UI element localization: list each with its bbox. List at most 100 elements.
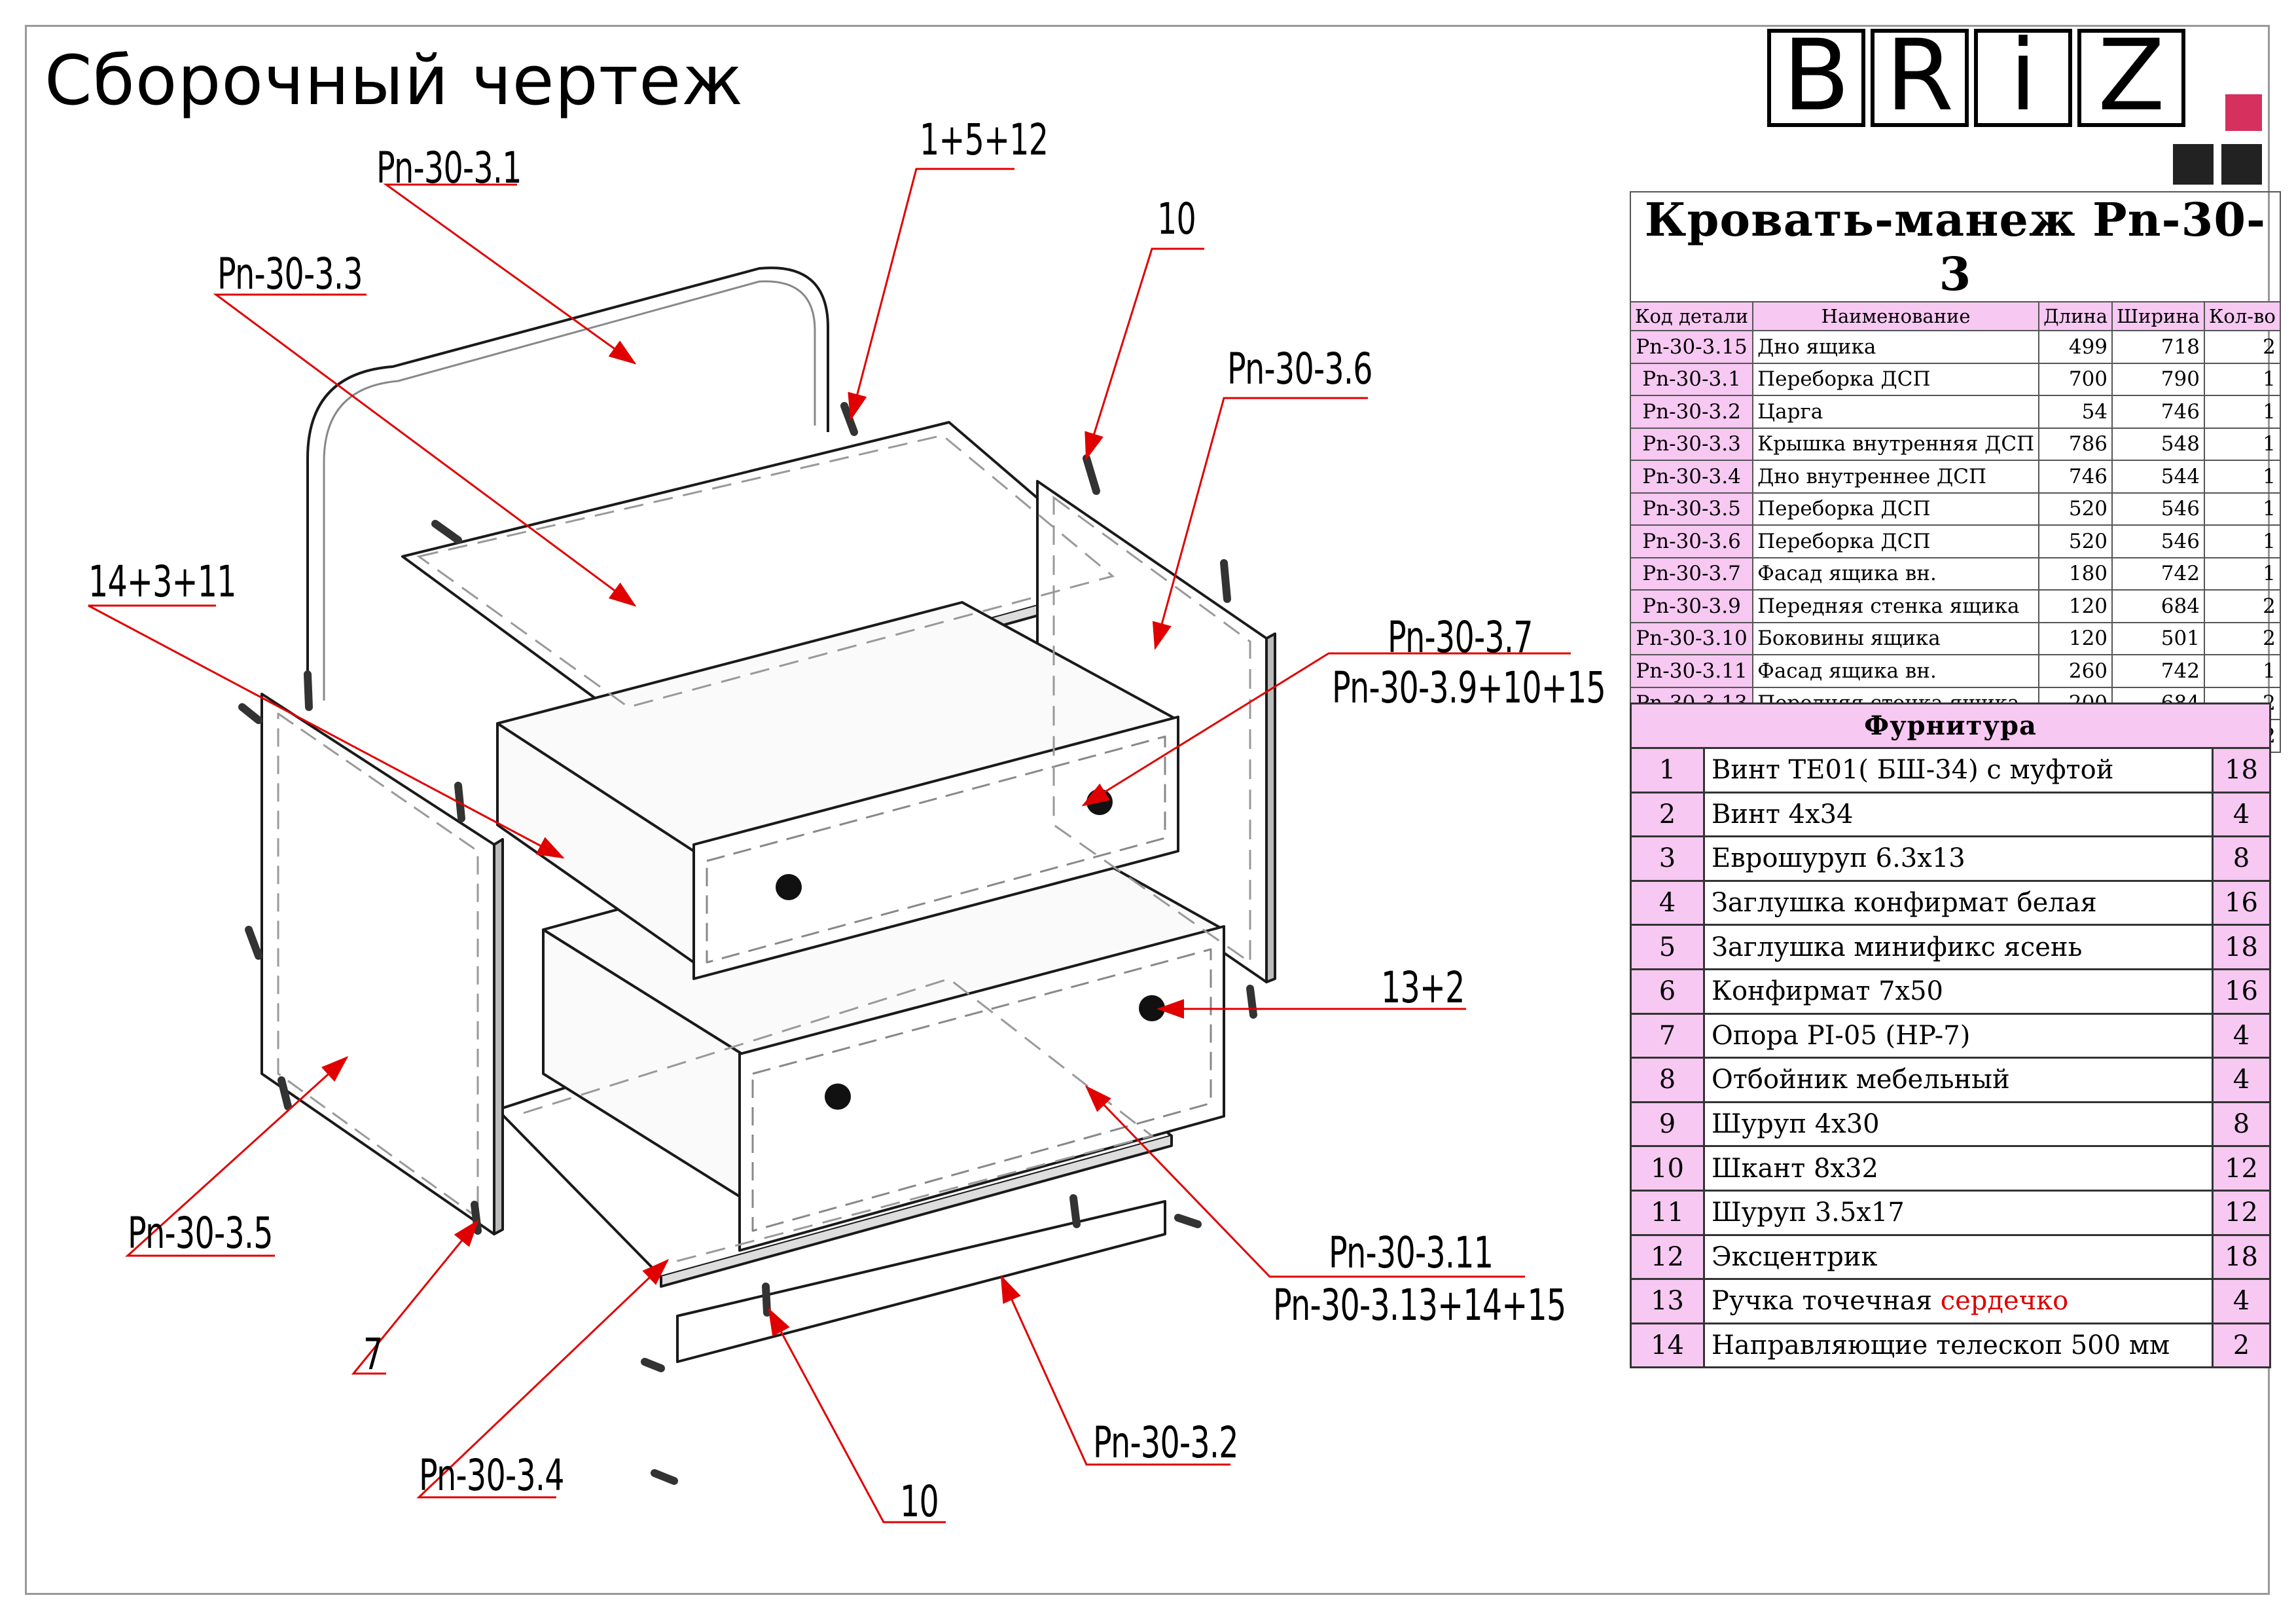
part-code: Pn-30-3.4: [1629, 460, 1754, 494]
part-length: 260: [2038, 654, 2113, 688]
part-qty: 1: [2203, 654, 2281, 688]
part-length: 120: [2038, 589, 2113, 623]
logo-letter-i: i: [1974, 27, 2072, 127]
apron-rail: [676, 1200, 1166, 1363]
hardware-name: Опора PI-05 (HP-7): [1712, 1020, 1971, 1051]
parts-spec-table: Кровать-манеж Pn-30-3 Код детали Наимено…: [1629, 191, 2281, 753]
hardware-title: Фурнитура: [1630, 702, 2271, 749]
hardware-number: 11: [1630, 1189, 1705, 1236]
callout-13-2: 13+2: [1381, 962, 1465, 1013]
part-code: Pn-30-3.7: [1629, 556, 1754, 591]
part-code: Pn-30-3.11: [1629, 654, 1754, 688]
part-length: 520: [2038, 492, 2113, 526]
hardware-name-cell: Эксцентрик: [1703, 1233, 2214, 1281]
hardware-name-cell: Винт TE01( БШ-34) с муфтой: [1703, 747, 2214, 793]
callout-14-3-11: 14+3+11: [88, 556, 236, 607]
hardware-number: 9: [1630, 1101, 1705, 1148]
callout-pn-30-3-6: Pn-30-3.6: [1227, 344, 1373, 394]
logo-letter-r: R: [1871, 27, 1969, 127]
callout-10-bottom: 10: [900, 1476, 939, 1527]
part-qty: 1: [2203, 524, 2281, 558]
hardware-name: Заглушка минификс ясень: [1712, 932, 2083, 962]
part-width: 544: [2111, 460, 2205, 494]
part-name: Переборка ДСП: [1752, 362, 2040, 396]
part-qty: 1: [2203, 556, 2281, 591]
knob-upper-left: [776, 874, 802, 900]
hardware-name-cell: Ручка точечная сердечко: [1703, 1278, 2214, 1324]
part-width: 684: [2111, 589, 2205, 623]
part-qty: 1: [2203, 395, 2281, 429]
hardware-name: Винт 4х34: [1712, 799, 1854, 830]
col-header-width: Ширина: [2111, 301, 2205, 331]
col-header-name: Наименование: [1752, 301, 2040, 331]
page-title: Сборочный чертеж: [45, 41, 744, 120]
part-length: 120: [2038, 621, 2113, 655]
hardware-name-cell: Заглушка конфирмат белая: [1703, 879, 2214, 926]
hardware-number: 4: [1630, 879, 1705, 926]
hardware-qty: 8: [2212, 835, 2271, 882]
part-width: 546: [2111, 492, 2205, 526]
part-qty: 1: [2203, 460, 2281, 494]
back-panel: [306, 266, 829, 707]
hardware-name-cell: Опора PI-05 (HP-7): [1703, 1012, 2214, 1059]
hardware-qty: 16: [2212, 879, 2271, 926]
hardware-number: 5: [1630, 924, 1705, 970]
hardware-name: Винт TE01( БШ-34) с муфтой: [1712, 755, 2114, 786]
part-length: 786: [2038, 427, 2113, 461]
hardware-qty: 18: [2212, 1233, 2271, 1281]
hardware-qty: 4: [2212, 1012, 2271, 1059]
part-name: Переборка ДСП: [1752, 524, 2040, 558]
hardware-number: 2: [1630, 791, 1705, 838]
hardware-name-cell: Направляющие телескоп 500 мм: [1703, 1322, 2214, 1369]
hardware-qty: 4: [2212, 1057, 2271, 1103]
hardware-name-cell: Шкант 8х32: [1703, 1145, 2214, 1192]
part-qty: 2: [2203, 621, 2281, 655]
product-title: Кровать-манеж Pn-30-3: [1630, 191, 2281, 302]
callout-pn-30-3-13-14-15: Pn-30-3.13+14+15: [1273, 1280, 1566, 1330]
hardware-number: 8: [1630, 1057, 1705, 1103]
callout-pn-30-3-3: Pn-30-3.3: [217, 249, 363, 299]
logo-accent-square: [2225, 94, 2262, 131]
hardware-name-cell: Шуруп 4х30: [1703, 1101, 2214, 1148]
callout-10-top: 10: [1157, 194, 1196, 244]
hardware-name: Еврошуруп 6.3х13: [1712, 843, 1965, 874]
part-length: 54: [2038, 395, 2113, 429]
part-name: Фасад ящика вн.: [1752, 556, 2040, 591]
hardware-qty: 18: [2212, 924, 2271, 970]
part-code: Pn-30-3.5: [1629, 492, 1754, 526]
part-qty: 1: [2203, 362, 2281, 396]
hardware-name-cell: Конфирмат 7х50: [1703, 968, 2214, 1015]
hardware-number: 3: [1630, 835, 1705, 882]
left-side-panel: [260, 693, 495, 1235]
callout-7: 7: [363, 1329, 383, 1379]
col-header-qty: Кол-во: [2203, 301, 2281, 331]
hardware-name: Заглушка конфирмат белая: [1712, 888, 2097, 919]
part-name: Передняя стенка ящика: [1752, 589, 2040, 623]
part-width: 790: [2111, 362, 2205, 396]
hardware-qty: 12: [2212, 1189, 2271, 1236]
logo-square-2: [2221, 144, 2262, 185]
callout-pn-30-3-4: Pn-30-3.4: [419, 1450, 565, 1501]
hardware-number: 10: [1630, 1145, 1705, 1192]
part-length: 180: [2038, 556, 2113, 591]
hardware-qty: 18: [2212, 747, 2271, 793]
part-name: Крышка внутренняя ДСП: [1752, 427, 2040, 461]
part-length: 520: [2038, 524, 2113, 558]
hardware-name: Конфирмат 7х50: [1712, 976, 1943, 1007]
hardware-name: Направляющие телескоп 500 мм: [1712, 1330, 2170, 1361]
